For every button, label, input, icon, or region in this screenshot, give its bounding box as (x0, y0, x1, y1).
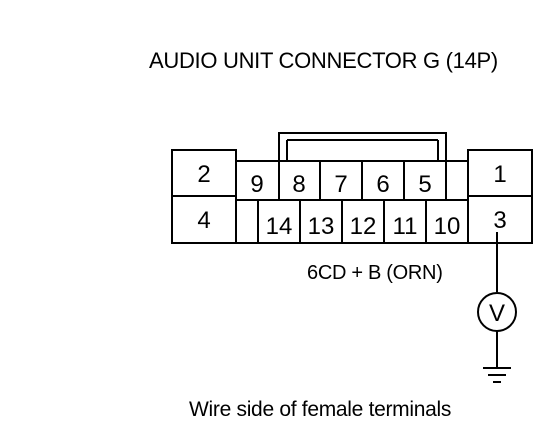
view-note: Wire side of female terminals (189, 398, 452, 421)
pin-label-10: 10 (434, 213, 461, 240)
pin-label-12: 12 (350, 213, 377, 240)
pin-label-2: 2 (197, 161, 210, 188)
pin-label-7: 7 (334, 171, 347, 198)
pin-label-14: 14 (266, 213, 293, 240)
connector-lock-tab (278, 132, 447, 162)
pin-label-1: 1 (493, 161, 506, 188)
pin-label-5: 5 (418, 171, 431, 198)
pin-label-4: 4 (197, 207, 210, 234)
pin-label-6: 6 (376, 171, 389, 198)
connector-middle-block (235, 160, 469, 244)
pin-label-3: 3 (493, 207, 506, 234)
pin-label-8: 8 (292, 171, 305, 198)
pin-label-9: 9 (250, 171, 263, 198)
pin-label-11: 11 (393, 213, 418, 240)
wire-label: 6CD + B (ORN) (307, 262, 443, 284)
voltmeter-label: V (489, 300, 505, 327)
connector-title: AUDIO UNIT CONNECTOR G (14P) (149, 48, 498, 73)
pin-label-13: 13 (308, 213, 335, 240)
